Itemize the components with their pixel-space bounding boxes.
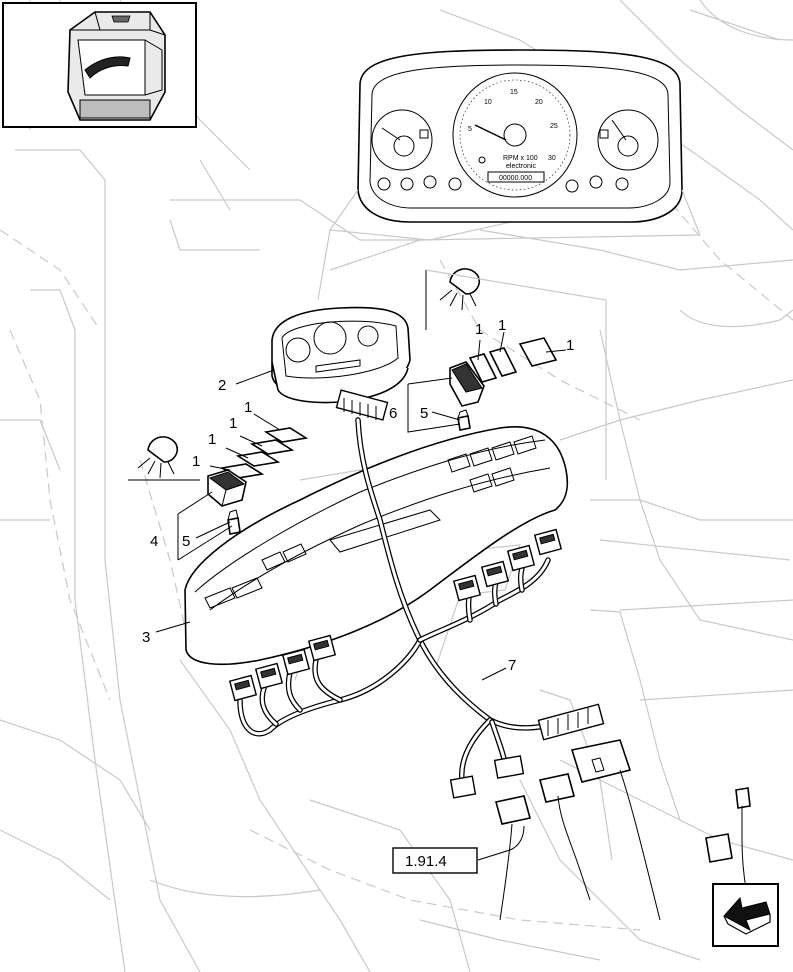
callout-labels: 2 1 1 1 1 4 5 3 6 5 1 1 1 7: [142, 317, 574, 674]
electronic-label: electronic: [506, 163, 536, 170]
harness-connectors: [228, 389, 605, 799]
work-lamp-icon: [425, 268, 607, 480]
odometer-value: 00000.000: [499, 175, 532, 182]
right-gauge: [597, 109, 659, 171]
next-page-arrow-icon: [723, 896, 771, 935]
bulb-left: [227, 509, 241, 535]
tach-tick-30: 30: [548, 155, 556, 162]
callout-1: 1: [208, 431, 216, 448]
callout-5: 5: [420, 405, 428, 422]
callout-1: 1: [498, 317, 506, 334]
rpm-label: RPM x 100: [503, 155, 538, 162]
callout-3: 3: [142, 629, 150, 646]
callout-1: 1: [244, 399, 252, 416]
panel-switch-slots-right: [447, 435, 537, 493]
bulb-right: [457, 409, 471, 431]
leader-lines: [155, 331, 567, 861]
callout-1: 1: [192, 453, 200, 470]
reference-link[interactable]: 1.91.4: [392, 847, 478, 874]
panel-switch-slots-left: [204, 543, 307, 609]
next-page-button[interactable]: [712, 883, 779, 947]
callout-2: 2: [218, 377, 226, 394]
switch-covers-right: [468, 337, 558, 383]
work-lamp-icon: [128, 436, 200, 481]
odometer-display: [487, 171, 545, 183]
rocker-switch-right: [449, 361, 485, 407]
callout-1: 1: [566, 337, 574, 354]
tach-tick-15: 15: [510, 89, 518, 96]
callout-6: 6: [389, 405, 397, 422]
callout-4: 4: [150, 533, 158, 550]
tractor-cab-thumbnail-icon: [67, 11, 166, 121]
tach-tick-5: 5: [468, 126, 472, 133]
callout-7: 7: [508, 657, 516, 674]
instrument-cluster-part: [271, 306, 411, 404]
tach-tick-10: 10: [484, 99, 492, 106]
left-gauge: [371, 109, 433, 171]
warning-lamps: [377, 175, 629, 193]
callout-1: 1: [229, 415, 237, 432]
callout-5: 5: [182, 533, 190, 550]
reference-label: 1.91.4: [405, 853, 447, 870]
tach-tick-20: 20: [535, 99, 543, 106]
locator-thumbnail: [2, 2, 197, 128]
callout-1: 1: [475, 321, 483, 338]
instrument-cluster-detail: 5 10 15 20 25 30 RPM x 100 electronic 00…: [357, 49, 683, 223]
switch-covers-left: [219, 427, 309, 479]
tach-tick-25: 25: [550, 123, 558, 130]
tachometer: [452, 72, 578, 198]
chassis-connectors: [495, 739, 751, 921]
